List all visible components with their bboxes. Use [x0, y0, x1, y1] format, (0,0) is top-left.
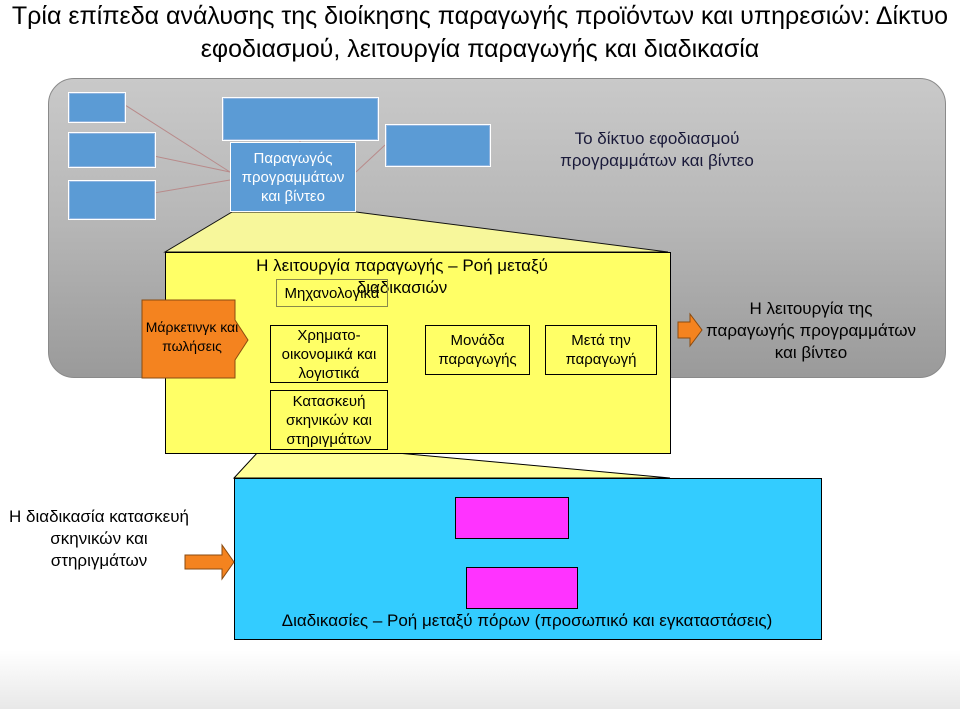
production-function-label: Η λειτουργία της παραγωγής προγραμμάτων … — [706, 299, 916, 362]
producer-box: Παραγωγός προγραμμάτων και βίντεο — [230, 142, 356, 212]
resource-box-2 — [466, 567, 578, 609]
process-footer: Διαδικασίες – Ροή μεταξύ πόρων (προσωπικ… — [281, 611, 773, 630]
construction-box: Κατασκευή σκηνικών και στηριγμάτων — [270, 390, 388, 450]
resource-box-1 — [455, 497, 569, 539]
supplier-box-1 — [68, 92, 126, 123]
supplier-box-2 — [68, 132, 156, 168]
page-title: Τρία επίπεδα ανάλυσης της διοίκησης παρα… — [11, 2, 949, 63]
mechanical-box: Μηχανολογικά — [276, 279, 388, 307]
network-box-top — [222, 97, 379, 141]
production-function-heading: Η λειτουργία παραγωγής – Ροή μεταξύ διαδ… — [256, 256, 548, 297]
marketing-label: Μάρκετινγκ και πωλήσεις — [145, 319, 239, 354]
process-label: Η διαδικασία κατασκευή σκηνικών και στηρ… — [9, 507, 189, 570]
background-strip — [0, 650, 960, 709]
supply-network-label: Το δίκτυο εφοδιασμού προγραμμάτων και βί… — [560, 129, 754, 170]
post-production-box: Μετά την παραγωγή — [545, 325, 657, 375]
supplier-box-3 — [68, 180, 156, 220]
customer-box — [385, 124, 491, 167]
finance-box: Χρηματο-οικονομικά και λογιστικά — [270, 325, 388, 383]
production-unit-box: Μονάδα παραγωγής — [425, 325, 530, 375]
